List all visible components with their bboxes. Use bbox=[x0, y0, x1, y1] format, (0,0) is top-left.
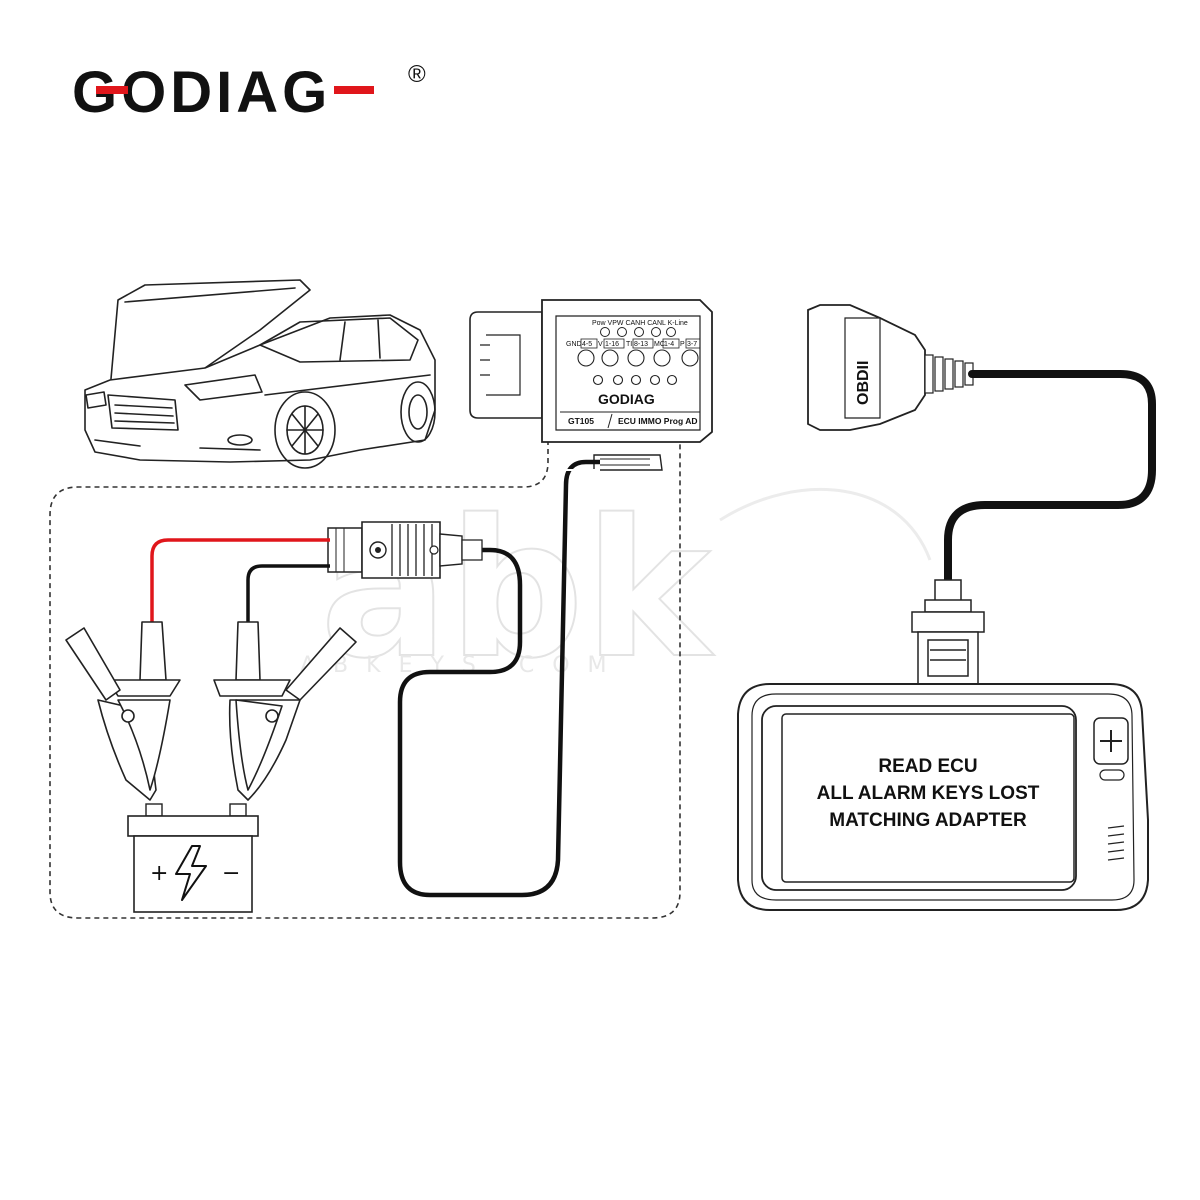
battery-minus: − bbox=[222, 861, 240, 886]
db-connector bbox=[911, 579, 985, 685]
adapter-brand: GODIAG bbox=[598, 391, 655, 407]
logo-accent-1 bbox=[96, 86, 128, 94]
inline-fuse-connector bbox=[327, 521, 483, 579]
adapter-pin-row: GND 4-5 V 1-16 TI 8-13 MC 1-4 P 3-7 bbox=[566, 338, 701, 349]
device-screen bbox=[761, 705, 1077, 891]
pin-label-v: V bbox=[598, 341, 603, 348]
pin-label-ti: TI bbox=[626, 341, 632, 348]
pin-value-v: 1-16 bbox=[605, 341, 619, 348]
pin-value-gnd: 4-5 bbox=[582, 341, 592, 348]
adapter-name: ECU IMMO Prog AD bbox=[618, 416, 698, 426]
device-grip-lines bbox=[1107, 825, 1125, 861]
pin-value-ti: 8-13 bbox=[634, 341, 648, 348]
watermark-swoosh bbox=[719, 487, 932, 561]
pin-label-gnd: GND bbox=[566, 341, 582, 348]
logo-accent-2 bbox=[334, 86, 374, 94]
pin-value-mc: 1-4 bbox=[664, 341, 674, 348]
obdii-cable-connector: OBDII bbox=[807, 304, 974, 431]
pin-label-mc: MC bbox=[654, 341, 665, 348]
power-cable bbox=[397, 459, 600, 898]
registered-mark: ® bbox=[408, 61, 426, 88]
battery-plus: + bbox=[150, 861, 168, 886]
plus-icon bbox=[1100, 730, 1122, 752]
negative-wire bbox=[246, 564, 330, 625]
lightning-bolt-icon bbox=[175, 845, 207, 901]
positive-clamp bbox=[65, 621, 181, 801]
screen-line-3: MATCHING ADAPTER bbox=[829, 810, 1027, 831]
gt105-adapter: Pow VPW CANH CANL K-Line GND 4-5 V 1-16 … bbox=[469, 299, 713, 471]
car-illustration bbox=[84, 279, 436, 469]
obdii-label: OBDII bbox=[855, 361, 872, 405]
watermark: abk ABKEYS.COM bbox=[300, 478, 932, 701]
obdii-cable bbox=[944, 370, 1156, 604]
dashed-group-outline bbox=[49, 440, 681, 919]
brand-logo: GODIAG ® bbox=[72, 60, 426, 125]
screen-line-1: READ ECU bbox=[878, 756, 977, 777]
pin-label-p: P bbox=[680, 341, 685, 348]
handheld-device: READ ECU ALL ALARM KEYS LOST MATCHING AD… bbox=[737, 683, 1149, 911]
adapter-model: GT105 bbox=[568, 416, 594, 426]
watermark-text: abk bbox=[320, 479, 714, 700]
car-battery: + − bbox=[127, 803, 259, 913]
device-small-button[interactable] bbox=[1099, 769, 1125, 781]
negative-clamp bbox=[213, 621, 357, 801]
pin-value-p: 3-7 bbox=[687, 341, 697, 348]
positive-wire bbox=[150, 538, 330, 625]
adapter-header-labels: Pow VPW CANH CANL K-Line bbox=[592, 320, 688, 327]
screen-line-2: ALL ALARM KEYS LOST bbox=[817, 783, 1040, 804]
